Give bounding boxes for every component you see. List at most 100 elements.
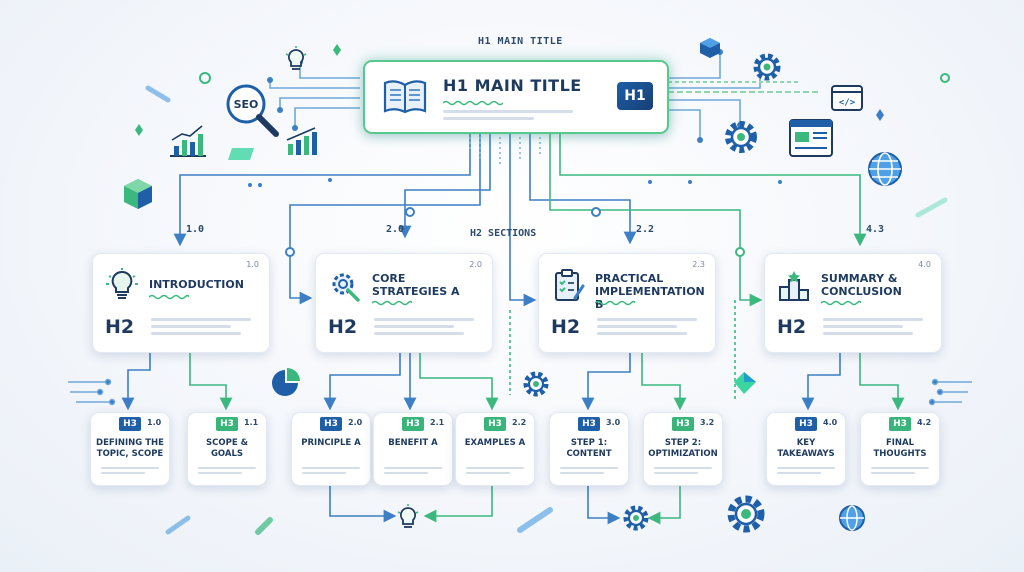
h3-number: 2.0: [348, 418, 363, 427]
h2-badge: H2: [328, 316, 358, 338]
gear-icon: [727, 495, 765, 533]
h3-title: BENEFIT A: [388, 438, 438, 448]
h3-card[interactable]: H3 4.0 KEY TAKEAWAYS: [766, 412, 846, 486]
svg-text:</>: </>: [839, 98, 856, 108]
small-lightbulb-icon: [285, 46, 307, 70]
h2-card-core-strategies[interactable]: CORE STRATEGIES A 2.0 H2: [315, 253, 493, 353]
h3-badge: H3: [402, 417, 424, 431]
seo-magnifier-icon: SEO: [226, 84, 279, 137]
branch-label: 2.0: [386, 224, 405, 235]
h3-title: STEP 2: OPTIMIZATION: [648, 438, 718, 459]
gear-icon: [725, 121, 757, 153]
growth-chart-icon: [286, 127, 317, 155]
h3-badge: H3: [119, 417, 141, 431]
branch-label: 4.3: [866, 224, 885, 235]
globe-icon: [868, 152, 902, 186]
h3-card[interactable]: H3 2.0 PRINCIPLE A: [291, 412, 371, 486]
h3-card[interactable]: H3 2.2 EXAMPLES A: [455, 412, 535, 486]
cube-icon: [124, 179, 152, 209]
h2-number: 4.0: [918, 260, 931, 269]
gear-icon: [753, 53, 781, 81]
placeholder-lines: [374, 318, 474, 339]
squiggle-underline: [372, 300, 412, 306]
placeholder-lines: [597, 318, 697, 339]
placeholder-lines: [443, 110, 573, 124]
wire-h1-core: [398, 132, 491, 239]
placeholder-lines: [198, 467, 256, 477]
pie-shape-icon: [272, 368, 300, 396]
webpage-icon: [789, 119, 833, 157]
placeholder-lines: [871, 467, 929, 477]
h2-card-practical-implementation[interactable]: PRACTICAL IMPLEMENTATION B 2.3 H2: [538, 253, 716, 353]
h2-badge: H2: [551, 316, 581, 338]
h2-badge: H2: [777, 316, 807, 338]
h3-card[interactable]: H3 3.0 STEP 1: CONTENT: [549, 412, 629, 486]
h3-number: 3.2: [700, 418, 715, 427]
h3-badge: H3: [795, 417, 817, 431]
h3-card[interactable]: H3 1.1 SCOPE & GOALS: [187, 412, 267, 486]
code-window-icon: </>: [831, 85, 863, 111]
placeholder-lines: [384, 467, 442, 477]
h3-number: 4.2: [917, 418, 932, 427]
h3-title: DEFINING THE TOPIC, SCOPE: [96, 438, 164, 459]
h1-badge: H1: [617, 82, 653, 110]
h3-badge: H3: [320, 417, 342, 431]
h2-badge: H2: [105, 316, 135, 338]
placeholder-lines: [466, 467, 524, 477]
h3-card[interactable]: H3 3.2 STEP 2: OPTIMIZATION: [643, 412, 723, 486]
wire-h1-practical: [529, 132, 637, 245]
h2-card-introduction[interactable]: INTRODUCTION 1.0 H2: [92, 253, 270, 353]
seo-label: SEO: [234, 98, 259, 111]
gear-icon: [623, 505, 649, 531]
placeholder-lines: [777, 467, 835, 477]
small-cube-icon: [700, 38, 720, 58]
h2-card-summary-conclusion[interactable]: SUMMARY & CONCLUSION 4.0 H2: [764, 253, 942, 353]
open-book-icon: [383, 80, 427, 114]
gem-icon: [734, 372, 756, 394]
h3-title: STEP 1: CONTENT: [566, 438, 612, 459]
wire-h1-intro: [173, 132, 471, 247]
h3-title: FINAL THOUGHTS: [873, 438, 927, 459]
wire-h1-summary: [559, 132, 867, 247]
h3-card[interactable]: H3 2.1 BENEFIT A: [373, 412, 453, 486]
h2-title: PRACTICAL IMPLEMENTATION B: [595, 272, 705, 311]
h3-badge: H3: [484, 417, 506, 431]
h3-number: 3.0: [606, 418, 621, 427]
top-caption: H1 MAIN TITLE: [478, 36, 563, 47]
h1-title: H1 MAIN TITLE: [443, 76, 582, 95]
wire-h1-side-left: [289, 132, 481, 305]
h3-card[interactable]: H3 1.0 DEFINING THE TOPIC, SCOPE: [90, 412, 170, 486]
h3-badge: H3: [578, 417, 600, 431]
placeholder-lines: [302, 467, 360, 477]
wire-h1-side-right: [549, 132, 763, 307]
h3-card[interactable]: H3 4.2 FINAL THOUGHTS: [860, 412, 940, 486]
h2-title: SUMMARY & CONCLUSION: [821, 272, 902, 298]
h1-title-card[interactable]: H1 MAIN TITLE H1: [363, 60, 669, 134]
h3-number: 4.0: [823, 418, 838, 427]
h2-title: CORE STRATEGIES A: [372, 272, 460, 298]
h2-number: 2.3: [692, 260, 705, 269]
clipboard-check-icon: [555, 269, 585, 301]
h3-number: 1.0: [147, 418, 162, 427]
placeholder-lines: [823, 318, 923, 339]
globe-icon: [839, 505, 865, 531]
h3-title: SCOPE & GOALS: [206, 438, 248, 459]
placeholder-lines: [560, 467, 618, 477]
h3-title: EXAMPLES A: [464, 438, 526, 448]
h3-number: 1.1: [244, 418, 259, 427]
h3-title: PRINCIPLE A: [301, 438, 361, 448]
gear-wrench-icon: [332, 273, 360, 302]
squiggle-underline: [443, 100, 503, 106]
h3-badge: H3: [889, 417, 911, 431]
h2-number: 2.0: [469, 260, 482, 269]
h3-number: 2.1: [430, 418, 445, 427]
h3-badge: H3: [672, 417, 694, 431]
wire-h1-practical-mid: [509, 132, 537, 307]
squiggle-underline: [149, 294, 189, 300]
branch-label: 2.2: [636, 224, 655, 235]
squiggle-underline: [595, 300, 635, 306]
h2-title: INTRODUCTION: [149, 278, 244, 291]
placeholder-lines: [101, 467, 159, 477]
placeholder-lines: [151, 318, 251, 339]
